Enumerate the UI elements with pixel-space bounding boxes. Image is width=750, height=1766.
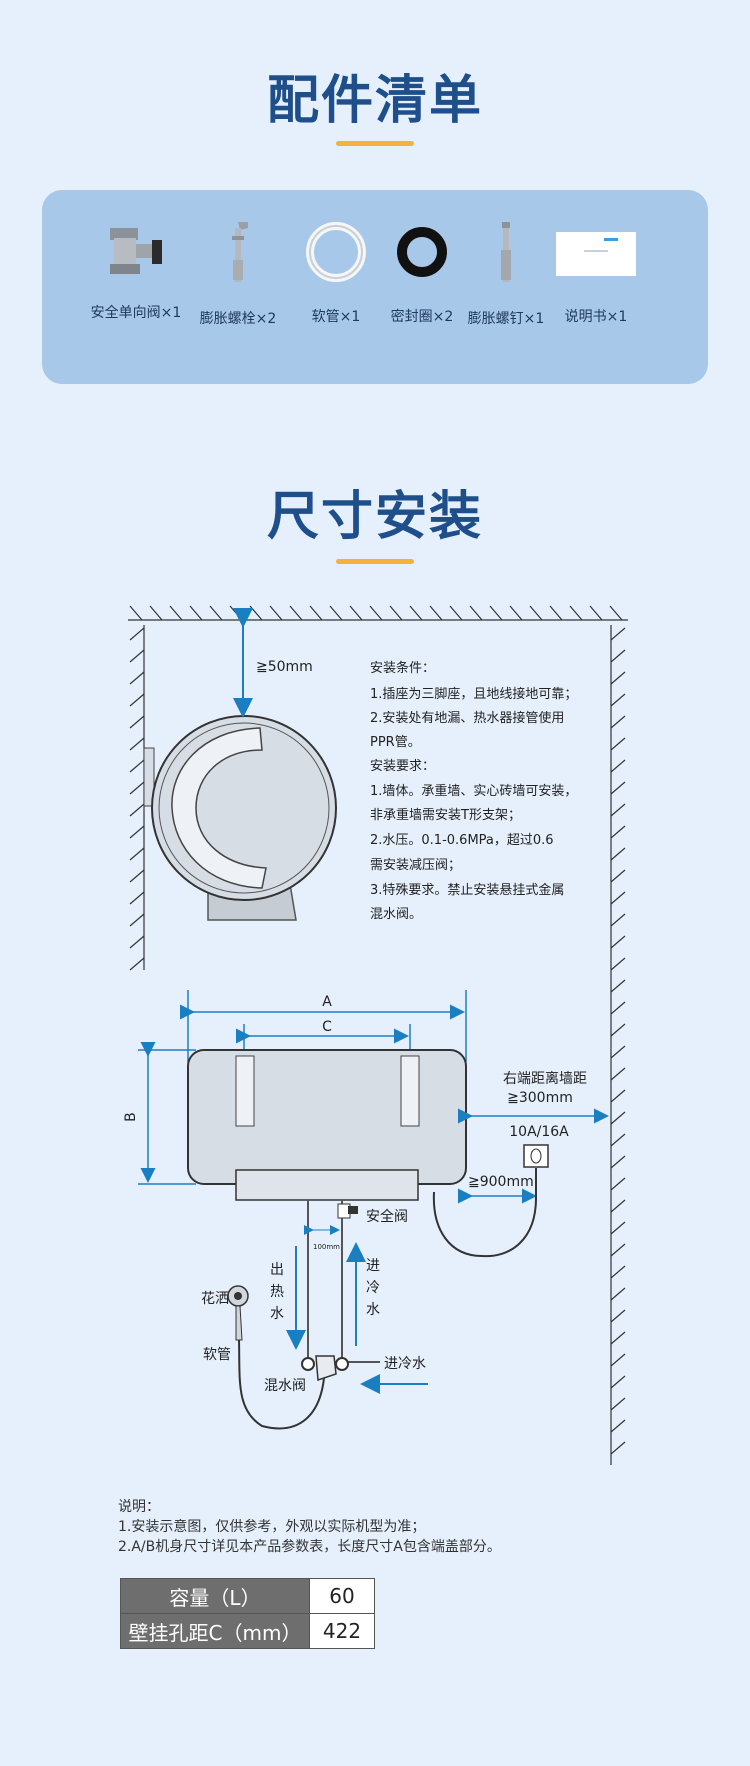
accessory-hose: 软管×1 [286,220,386,326]
notes-title: 说明： [118,1499,160,1515]
cold-water-label: 进 冷 水 [366,1258,380,1318]
hot-water-label: 出 热 水 [270,1262,284,1322]
shower-hose [238,1339,325,1430]
safety-valve-label: 安全阀 [366,1208,408,1225]
requirement-line: 2.水压。0.1-0.6MPa，超过0.6 [370,833,554,848]
condition-line: 2.安装处有地漏、热水器接管使用 [370,710,564,726]
accessories-panel: 安全单向阀×1 膨胀螺栓×2 软管×1 密封圈×2 膨胀螺钉×1 [42,190,708,384]
notes: 说明： 1.安装示意图，仅供参考，外观以实际机型为准； 2.A/B机身尺寸详见本… [118,1497,501,1557]
title-underline [336,559,414,564]
pipe-gap-label: 100mm [313,1243,340,1251]
ceiling [128,605,628,621]
spec-value: 60 [309,1578,375,1614]
accessory-label: 膨胀螺钉×1 [467,311,545,327]
installation-notes: 安装条件： 1.插座为三脚座，且地线接地可靠； 2.安装处有地漏、热水器接管使用… [370,660,577,922]
seal-ring-icon [397,227,447,277]
table-row: 容量（L） 60 [120,1578,375,1614]
svg-text:热: 热 [270,1284,284,1300]
shower-label: 花洒 [201,1291,229,1307]
title-underline [336,141,414,146]
expansion-screw-icon [501,222,511,282]
dim-b-label: B [123,1112,139,1122]
svg-text:水: 水 [270,1306,284,1322]
condition-line: PPR管。 [370,735,421,750]
requirement-line: 3.特殊要求。禁止安装悬挂式金属 [370,882,564,898]
socket-rating: 10A/16A [509,1124,569,1140]
accessory-manual: 说明书×1 [546,220,646,326]
spec-key: 壁挂孔距C（mm） [120,1613,310,1649]
table-row: 壁挂孔距C（mm） 422 [120,1613,375,1649]
mixing-valve-label: 混水阀 [264,1378,306,1394]
mixing-valve-icon [301,1355,349,1382]
right-wall [610,625,626,1465]
note-line: 2.A/B机身尺寸详见本产品参数表，长度尺寸A包含端盖部分。 [118,1539,501,1555]
shower-head-icon [227,1285,249,1341]
manual-icon [556,232,636,276]
svg-text:冷: 冷 [366,1280,380,1296]
installation-diagram: ≧50mm 安装条件： 1.插座为三脚座，且地线接地可靠； 2.安装处有地漏、热… [123,605,628,1465]
socket-height-label: ≧900mm [468,1174,534,1190]
dimension-b: B [123,1042,196,1185]
socket-icon [523,1144,549,1168]
safety-valve-fitting [337,1203,358,1219]
expansion-bolt-icon [232,222,248,282]
requirements-title: 安装要求： [370,759,435,774]
spec-key: 容量（L） [120,1578,310,1614]
conditions-title: 安装条件： [370,660,435,676]
cold-water-inlet-label: 进冷水 [384,1356,426,1372]
heater-side-view [143,715,337,921]
requirement-line: 混水阀。 [370,907,422,922]
spec-table: 容量（L） 60 壁挂孔距C（mm） 422 [120,1578,375,1649]
accessory-expansion-bolt: 膨胀螺栓×2 [188,220,288,328]
accessories-title: 配件清单 [266,71,483,131]
left-wall [129,625,145,971]
installation-title: 尺寸安装 [266,487,483,547]
dim-a-label: A [322,994,332,1010]
accessory-expansion-screw: 膨胀螺钉×1 [456,220,556,328]
accessory-label: 软管×1 [311,309,361,325]
dim-c-label: C [322,1019,332,1035]
svg-text:出: 出 [270,1262,284,1278]
right-wall-value: ≧300mm [507,1090,573,1106]
spec-value: 422 [309,1613,375,1649]
accessory-label: 说明书×1 [564,309,628,325]
safety-valve-icon [110,228,162,274]
requirement-line: 非承重墙需安装T形支架； [370,807,521,823]
power-cord [432,1168,537,1258]
svg-text:进: 进 [366,1258,380,1274]
accessory-seal-ring: 密封圈×2 [372,220,472,326]
accessory-label: 安全单向阀×1 [90,305,182,321]
condition-line: 1.插座为三脚座，且地线接地可靠； [370,686,577,702]
accessory-label: 密封圈×2 [390,309,454,325]
accessory-label: 膨胀螺栓×2 [199,311,277,327]
hose-icon [306,222,366,282]
accessory-safety-valve: 安全单向阀×1 [86,220,186,322]
requirement-line: 1.墙体。承重墙、实心砖墙可安装， [370,783,577,799]
requirement-line: 需安装减压阀； [370,858,461,873]
right-wall-label: 右端距离墙距 [503,1070,587,1087]
hose-label: 软管 [203,1347,231,1363]
top-clearance-label: ≧50mm [256,659,313,675]
svg-text:水: 水 [366,1302,380,1318]
note-line: 1.安装示意图，仅供参考，外观以实际机型为准； [118,1519,426,1535]
heater-front-view [187,1049,467,1201]
